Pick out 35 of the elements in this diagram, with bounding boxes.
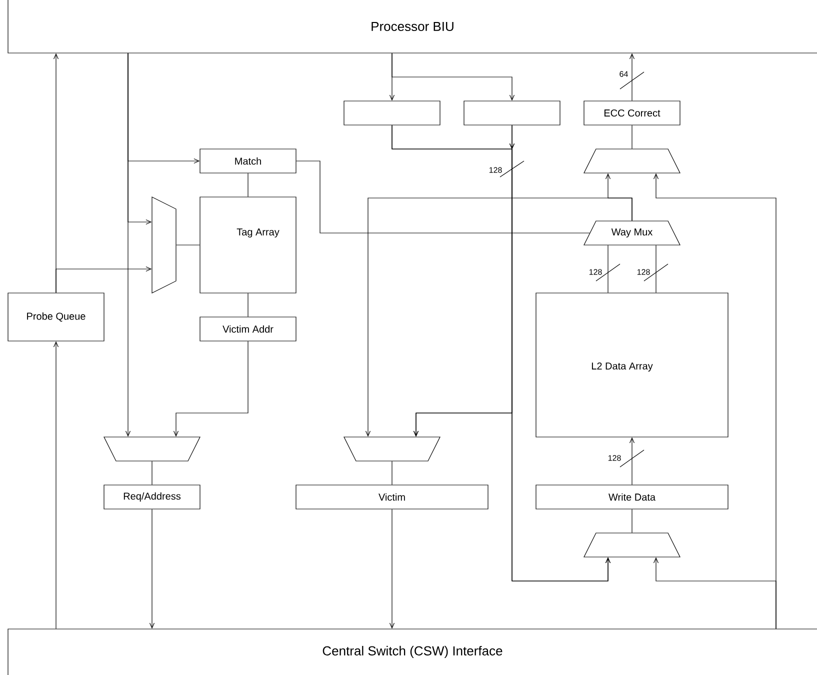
arrow <box>392 53 515 101</box>
arrow <box>53 341 59 629</box>
mux-symbol <box>584 532 680 558</box>
mux-symbol <box>152 196 176 294</box>
arrow <box>389 509 395 629</box>
edge-label: 128 <box>636 268 651 276</box>
arrow <box>149 509 155 629</box>
block-box: Write Data <box>536 484 728 510</box>
arrow <box>125 53 131 437</box>
arrow <box>629 437 635 485</box>
arrow <box>56 266 152 293</box>
edge-label: 128 <box>588 268 603 276</box>
arrow <box>413 125 512 437</box>
edge-label: 64 <box>618 70 629 78</box>
block-box: Match <box>200 148 296 174</box>
arrow <box>629 53 635 101</box>
edge-label: 128 <box>607 454 622 462</box>
block-box: Probe Queue <box>8 292 104 342</box>
edge-label: 128 <box>488 166 503 174</box>
arrow <box>365 198 632 437</box>
block-box: Victim Addr <box>200 316 296 342</box>
mux-symbol <box>344 436 440 462</box>
block-box: Victim <box>296 484 488 510</box>
arrow <box>653 557 776 629</box>
array-block: L2 Data Array <box>536 292 728 438</box>
array-block: Tag Array <box>200 196 296 294</box>
block-box <box>344 100 440 126</box>
bus-band: Processor BIU <box>8 0 817 54</box>
block-box <box>464 100 560 126</box>
mux-symbol <box>584 148 680 174</box>
block-box: ECC Correct <box>584 100 680 126</box>
mux-symbol <box>104 436 200 462</box>
block-box: Req/Address <box>104 484 200 510</box>
arrow <box>173 341 248 437</box>
bus-band: Central Switch (CSW) Interface <box>8 628 817 675</box>
